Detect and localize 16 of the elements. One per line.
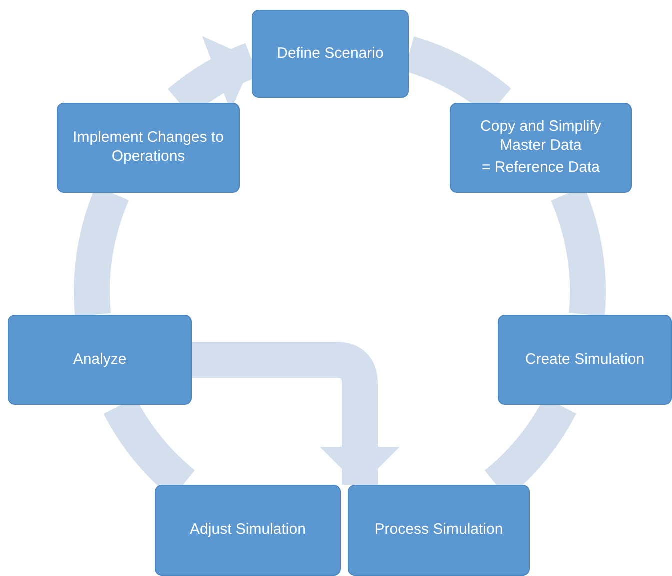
process-box [57,103,240,193]
box-text: Copy and Simplify Master Data [480,118,602,156]
box-text: = Reference Data [482,159,600,178]
box-text: Adjust Simulation [190,521,306,540]
arrow [192,342,400,487]
process-box [450,103,632,193]
process-box [348,485,530,576]
process-box [8,315,192,405]
box-text: Implement Changes to Operations [72,129,225,167]
process-box [498,315,672,405]
box-text: Create Simulation [525,350,645,370]
box-text: Analyze [73,350,127,370]
process-box [252,10,409,98]
process-box [155,485,341,576]
box-text: Define Scenario [277,44,384,64]
box-text: Process Simulation [374,521,504,540]
